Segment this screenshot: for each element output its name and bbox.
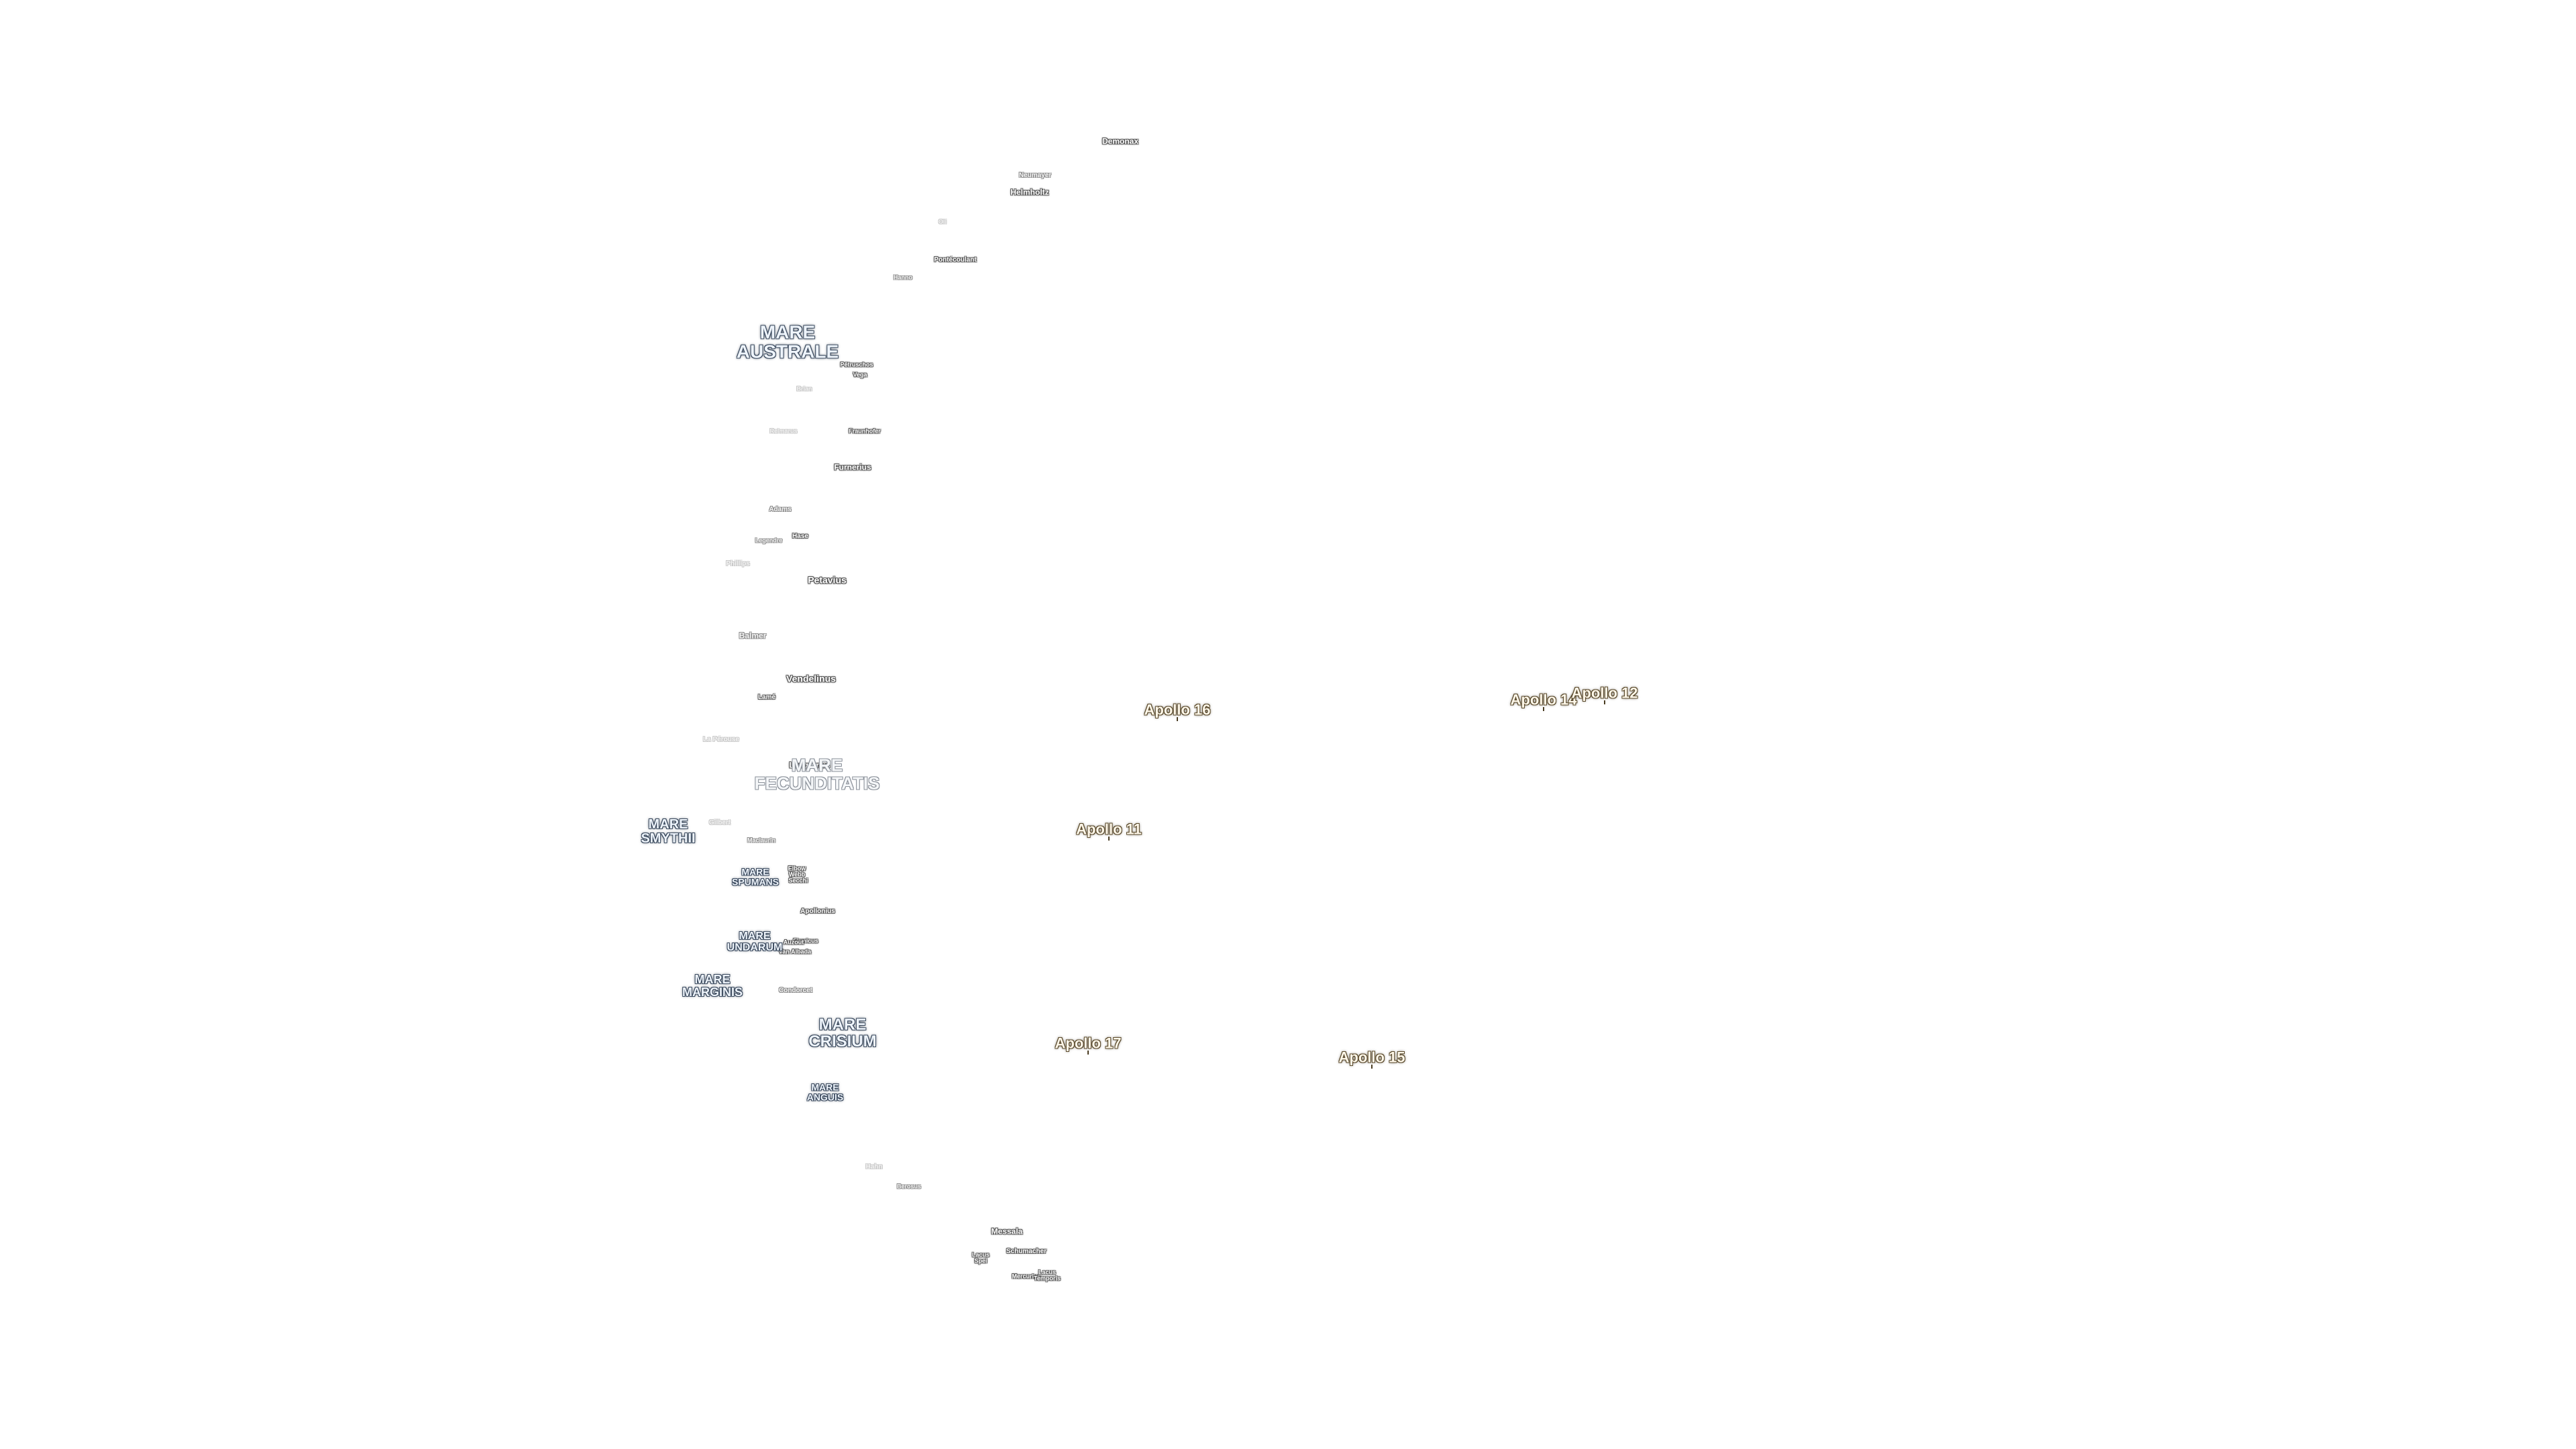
mare-label[interactable]: MARE AUSTRALE xyxy=(736,321,839,362)
crater-label[interactable]: Pétruschos xyxy=(840,361,873,368)
crater-label[interactable]: Webb xyxy=(788,871,806,878)
crater-label[interactable]: Schumacher xyxy=(1006,1247,1047,1255)
crater-label[interactable]: Phillips xyxy=(726,559,750,568)
mare-label[interactable]: MARE UNDARUM xyxy=(727,930,783,953)
crater-label[interactable]: Vendelinus xyxy=(786,673,836,684)
crater-label[interactable]: Van Albada xyxy=(778,948,812,955)
mare-label[interactable]: MARE SPUMANS xyxy=(731,866,780,887)
crater-label[interactable]: Elbow xyxy=(788,865,806,872)
crater-label[interactable]: Langrenus xyxy=(789,760,830,770)
crater-label[interactable]: Balmer xyxy=(739,631,767,641)
crater-label[interactable]: Vega xyxy=(853,371,867,378)
crater-label[interactable]: Adams xyxy=(769,505,792,513)
crater-label[interactable]: La Pérouse xyxy=(703,735,739,743)
crater-label[interactable]: Demonax xyxy=(1102,136,1139,146)
crater-label[interactable]: Lacus Temporis xyxy=(1034,1269,1061,1282)
crater-label[interactable]: Lamé xyxy=(757,693,776,701)
apollo-site-label[interactable]: Apollo 16 xyxy=(1144,701,1211,718)
mare-label[interactable]: MARE FECUNDITATIS xyxy=(754,755,880,794)
crater-label[interactable]: Gilbert xyxy=(708,818,731,826)
mare-label[interactable]: MARE ANGUIS xyxy=(806,1081,844,1102)
crater-label[interactable]: Brian xyxy=(796,385,812,392)
apollo-site-marker[interactable] xyxy=(1371,1065,1373,1069)
crater-label[interactable]: Furnerius xyxy=(834,462,871,472)
mare-label[interactable]: MARE MARGINIS xyxy=(682,973,743,999)
crater-label[interactable]: Hahn xyxy=(865,1163,883,1171)
crater-label[interactable]: Fraunhofer xyxy=(849,427,881,435)
crater-label[interactable]: Legendre xyxy=(755,537,783,544)
apollo-site-label[interactable]: Apollo 12 xyxy=(1571,684,1638,702)
crater-label[interactable]: Apollonius xyxy=(800,907,835,915)
mare-label[interactable]: MARE CRISIUM xyxy=(808,1015,877,1051)
apollo-site-marker[interactable] xyxy=(1604,700,1605,704)
apollo-site-marker[interactable] xyxy=(1177,717,1178,721)
crater-label[interactable]: Helmholtz xyxy=(1010,187,1049,197)
crater-label[interactable]: Oli xyxy=(938,218,947,225)
apollo-site-label[interactable]: Apollo 14 xyxy=(1510,691,1577,708)
crater-label[interactable]: Petavius xyxy=(808,574,847,586)
apollo-site-marker[interactable] xyxy=(1087,1051,1089,1055)
crater-label[interactable]: Hanno xyxy=(894,274,912,281)
crater-label[interactable]: Neumayer xyxy=(1018,171,1052,179)
crater-label[interactable]: Berosus xyxy=(896,1183,922,1190)
apollo-site-label[interactable]: Apollo 11 xyxy=(1076,820,1142,838)
crater-label[interactable]: Maclaurin xyxy=(747,837,776,844)
crater-label[interactable]: Auzout xyxy=(783,938,804,946)
crater-label[interactable]: Firmicus xyxy=(793,937,818,945)
crater-label[interactable]: Lacus Spei xyxy=(971,1251,990,1265)
apollo-site-label[interactable]: Apollo 17 xyxy=(1055,1034,1122,1052)
crater-label[interactable]: Mercurius xyxy=(1012,1273,1041,1280)
mare-label[interactable]: MARE SMYTHII xyxy=(641,817,696,846)
crater-label[interactable]: Hase xyxy=(792,532,808,540)
crater-label[interactable]: Secchi xyxy=(788,877,808,884)
crater-label[interactable]: Messala xyxy=(991,1226,1023,1236)
crater-label[interactable]: Pontécoulant xyxy=(934,256,977,264)
crater-label[interactable]: Reimarus xyxy=(769,427,798,435)
crater-label[interactable]: Condorcet xyxy=(779,986,812,994)
apollo-site-label[interactable]: Apollo 15 xyxy=(1338,1049,1405,1066)
apollo-site-marker[interactable] xyxy=(1543,707,1544,711)
apollo-site-marker[interactable] xyxy=(1108,837,1110,841)
